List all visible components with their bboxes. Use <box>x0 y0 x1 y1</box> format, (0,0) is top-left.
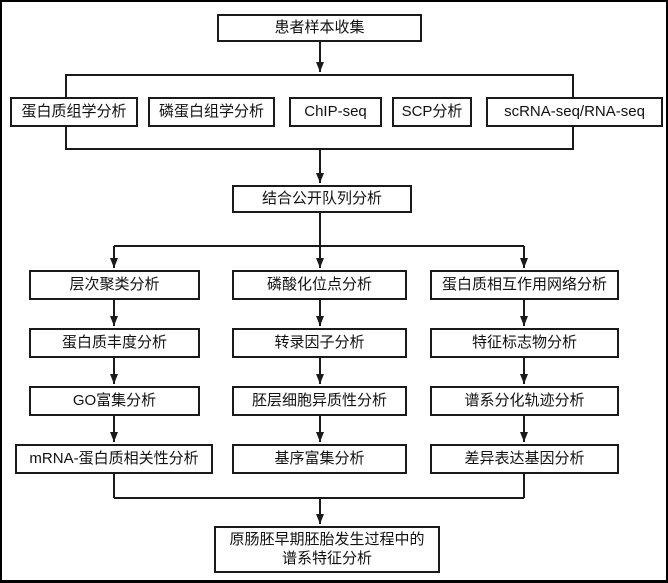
node-public-cohort-analysis: 结合公开队列分析 <box>232 185 412 213</box>
node-chip-seq: ChIP-seq <box>289 97 382 127</box>
node-mrna-protein-correlation: mRNA-蛋白质相关性分析 <box>15 444 213 474</box>
node-proteomics: 蛋白质组学分析 <box>10 97 138 127</box>
final-node-line2: 谱系特征分析 <box>281 549 372 567</box>
node-differential-expression: 差异表达基因分析 <box>430 444 619 474</box>
node-lineage-trajectory-analysis: 谱系分化轨迹分析 <box>430 386 619 416</box>
final-node-line1: 原肠胚早期胚胎发生过程中的 <box>229 530 425 548</box>
node-patient-sample-collection: 患者样本收集 <box>217 14 422 42</box>
node-phosphoproteomics: 磷蛋白组学分析 <box>148 97 275 127</box>
node-scrna-seq-rna-seq: scRNA-seq/RNA-seq <box>486 97 663 127</box>
node-protein-abundance: 蛋白质丰度分析 <box>29 328 200 358</box>
node-phosphosite-analysis: 磷酸化位点分析 <box>232 270 407 300</box>
node-germ-layer-heterogeneity: 胚层细胞异质性分析 <box>232 386 407 416</box>
node-ppi-network-analysis: 蛋白质相互作用网络分析 <box>430 270 619 300</box>
node-signature-marker-analysis: 特征标志物分析 <box>430 328 619 358</box>
node-hierarchical-clustering: 层次聚类分析 <box>29 270 200 300</box>
node-transcription-factor-analysis: 转录因子分析 <box>232 328 407 358</box>
node-go-enrichment: GO富集分析 <box>29 386 200 416</box>
node-motif-enrichment: 基序富集分析 <box>232 444 407 474</box>
node-scp-analysis: SCP分析 <box>392 97 472 127</box>
node-lineage-features-summary: 原肠胚早期胚胎发生过程中的 谱系特征分析 <box>214 526 440 573</box>
